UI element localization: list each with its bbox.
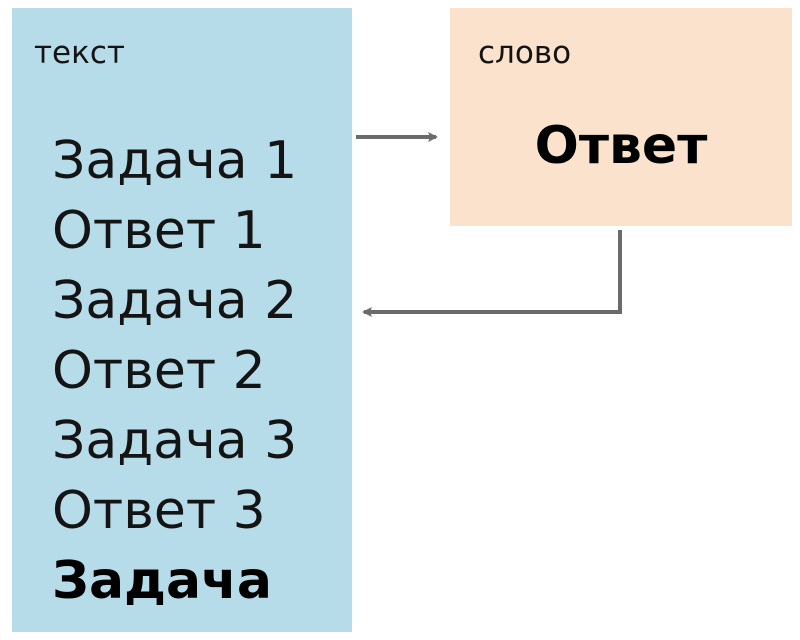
arrow-back-to-text bbox=[362, 230, 622, 317]
word-box: слово Ответ bbox=[450, 8, 792, 226]
text-line: Ответ 2 bbox=[52, 341, 266, 401]
text-lines: Задача 1 Ответ 1 Задача 2 Ответ 2 Задача… bbox=[52, 126, 297, 616]
answer-word: Ответ bbox=[534, 116, 708, 176]
text-line: Ответ 3 bbox=[52, 481, 266, 541]
word-box-label: слово bbox=[478, 35, 572, 71]
text-line: Ответ 1 bbox=[52, 201, 266, 261]
text-line: Задача 1 bbox=[52, 131, 298, 191]
text-box-label: текст bbox=[34, 35, 125, 71]
text-line: Задача 3 bbox=[52, 411, 298, 471]
text-box: текст Задача 1 Ответ 1 Задача 2 Ответ 2 … bbox=[12, 8, 352, 632]
text-line: Задача 2 bbox=[52, 271, 298, 331]
text-line-highlight: Задача bbox=[52, 551, 272, 611]
